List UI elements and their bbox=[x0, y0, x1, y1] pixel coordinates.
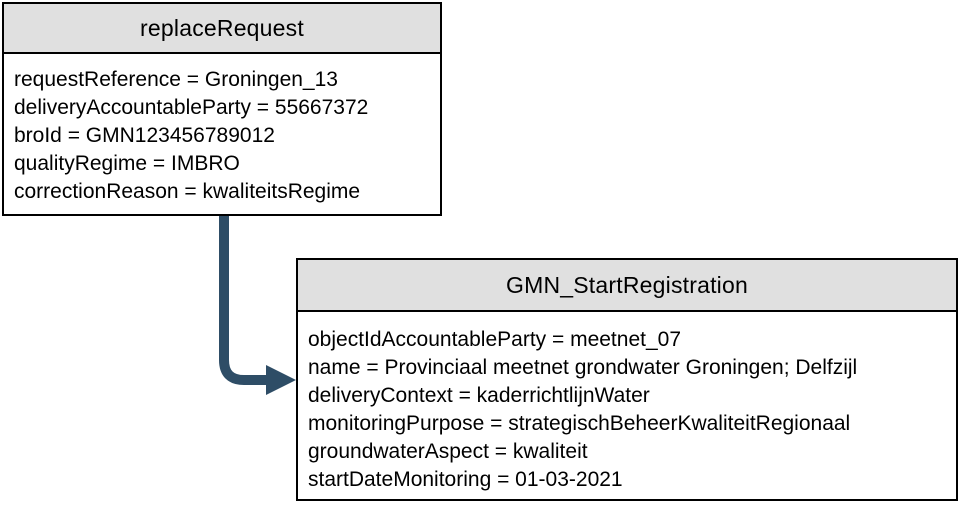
attribute-line: requestReference = Groningen_13 bbox=[14, 68, 338, 91]
connector-arrowhead-icon bbox=[266, 365, 296, 395]
attribute-line: deliveryContext = kaderrichtlijnWater bbox=[308, 384, 650, 407]
attribute-line: monitoringPurpose = strategischBeheerKwa… bbox=[308, 412, 851, 435]
attribute-line: startDateMonitoring = 01-03-2021 bbox=[308, 468, 623, 491]
connector-arrow-line bbox=[219, 216, 268, 385]
attribute-line: name = Provinciaal meetnet grondwater Gr… bbox=[308, 356, 858, 379]
attribute-line: groundwaterAspect = kwaliteit bbox=[308, 440, 588, 463]
replace-request-attributes: requestReference = Groningen_13 deliveryA… bbox=[4, 54, 440, 206]
attribute-line: qualityRegime = IMBRO bbox=[14, 152, 240, 175]
gmn-start-registration-title: GMN_StartRegistration bbox=[298, 260, 956, 312]
attribute-line: correctionReason = kwaliteitsRegime bbox=[14, 180, 361, 203]
attribute-line: broId = GMN123456789012 bbox=[14, 124, 275, 147]
attribute-line: deliveryAccountableParty = 55667372 bbox=[14, 96, 369, 119]
replace-request-title: replaceRequest bbox=[4, 4, 440, 54]
gmn-start-registration-box: GMN_StartRegistration objectIdAccountabl… bbox=[296, 258, 958, 501]
replace-request-box: replaceRequest requestReference = Gronin… bbox=[2, 2, 442, 216]
attribute-line: objectIdAccountableParty = meetnet_07 bbox=[308, 328, 681, 351]
